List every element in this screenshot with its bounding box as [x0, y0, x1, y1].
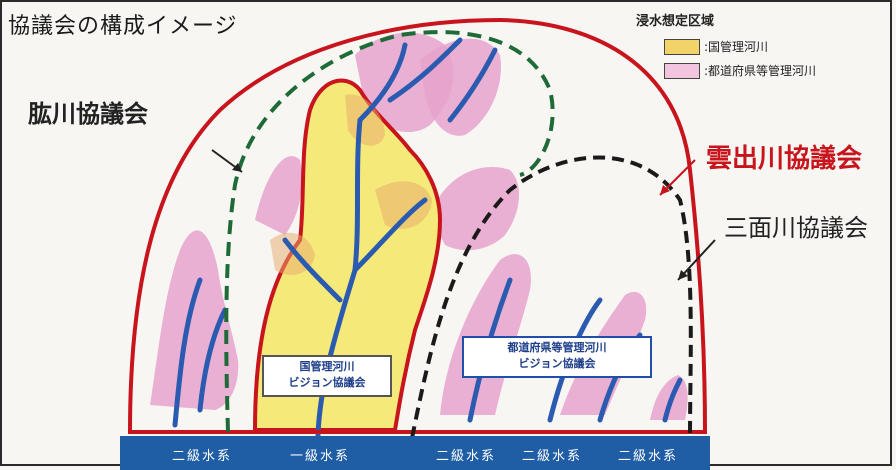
river-branch-3 — [357, 42, 408, 123]
national-vision-council-box: 国管理河川 ビジョン協議会 — [262, 355, 392, 397]
pref-flood-zone-right — [440, 254, 531, 415]
river-top2 — [447, 47, 498, 123]
legend-title: 浸水想定区域 — [636, 14, 715, 29]
water-system-label-4: 二級水系 — [522, 449, 583, 464]
river-left2 — [197, 307, 228, 413]
national-box-line2: ビジョン協議会 — [288, 376, 366, 389]
pref-flood-zone-left — [150, 230, 239, 410]
legend-swatch-national — [664, 38, 700, 55]
pref-box-line2: ビジョン協議会 — [518, 357, 596, 370]
pref-vision-council-box: 都道府県等管理河川 ビジョン協議会 — [462, 336, 652, 378]
legend-item-national: :国管理河川 — [664, 38, 768, 55]
pref-flood-zone-left2 — [255, 156, 302, 235]
water-system-label-2: 一級水系 — [290, 449, 351, 464]
izumo-council-label: 雲出川協議会 — [706, 144, 863, 174]
legend-swatch-pref — [664, 62, 700, 79]
hiji-council-border — [224, 30, 555, 433]
legend-label-pref: :都道府県等管理河川 — [704, 64, 817, 78]
legend-label-national: :国管理河川 — [704, 40, 769, 54]
water-system-label-5: 二級水系 — [618, 449, 679, 464]
izumo-pointer-head — [660, 185, 670, 195]
sea-band — [120, 436, 710, 470]
pref-flood-zone-top2 — [420, 38, 501, 136]
water-system-label-3: 二級水系 — [436, 449, 497, 464]
national-flood-zone-orange2 — [375, 181, 432, 229]
river-left — [172, 277, 203, 428]
hiji-council-label: 肱川協議会 — [28, 100, 148, 128]
hiji-pointer-head — [232, 163, 242, 172]
pref-box-line1: 都道府県等管理河川 — [507, 341, 607, 354]
water-system-label-1: 二級水系 — [172, 449, 233, 464]
national-box-line1: 国管理河川 — [299, 360, 355, 373]
page-title: 協議会の構成イメージ — [8, 14, 238, 39]
legend-item-pref: :都道府県等管理河川 — [664, 62, 816, 79]
river-branch-2 — [282, 237, 343, 303]
sanmen-council-label: 三面川協議会 — [724, 214, 868, 242]
river-right4 — [662, 377, 683, 423]
river-branch-1 — [352, 197, 428, 273]
sanmen-council-border — [410, 155, 693, 439]
sanmen-pointer-head — [678, 270, 688, 280]
pref-flood-zone-mid — [430, 167, 520, 251]
national-flood-zone-orange1 — [345, 94, 385, 146]
river-top — [387, 37, 463, 103]
